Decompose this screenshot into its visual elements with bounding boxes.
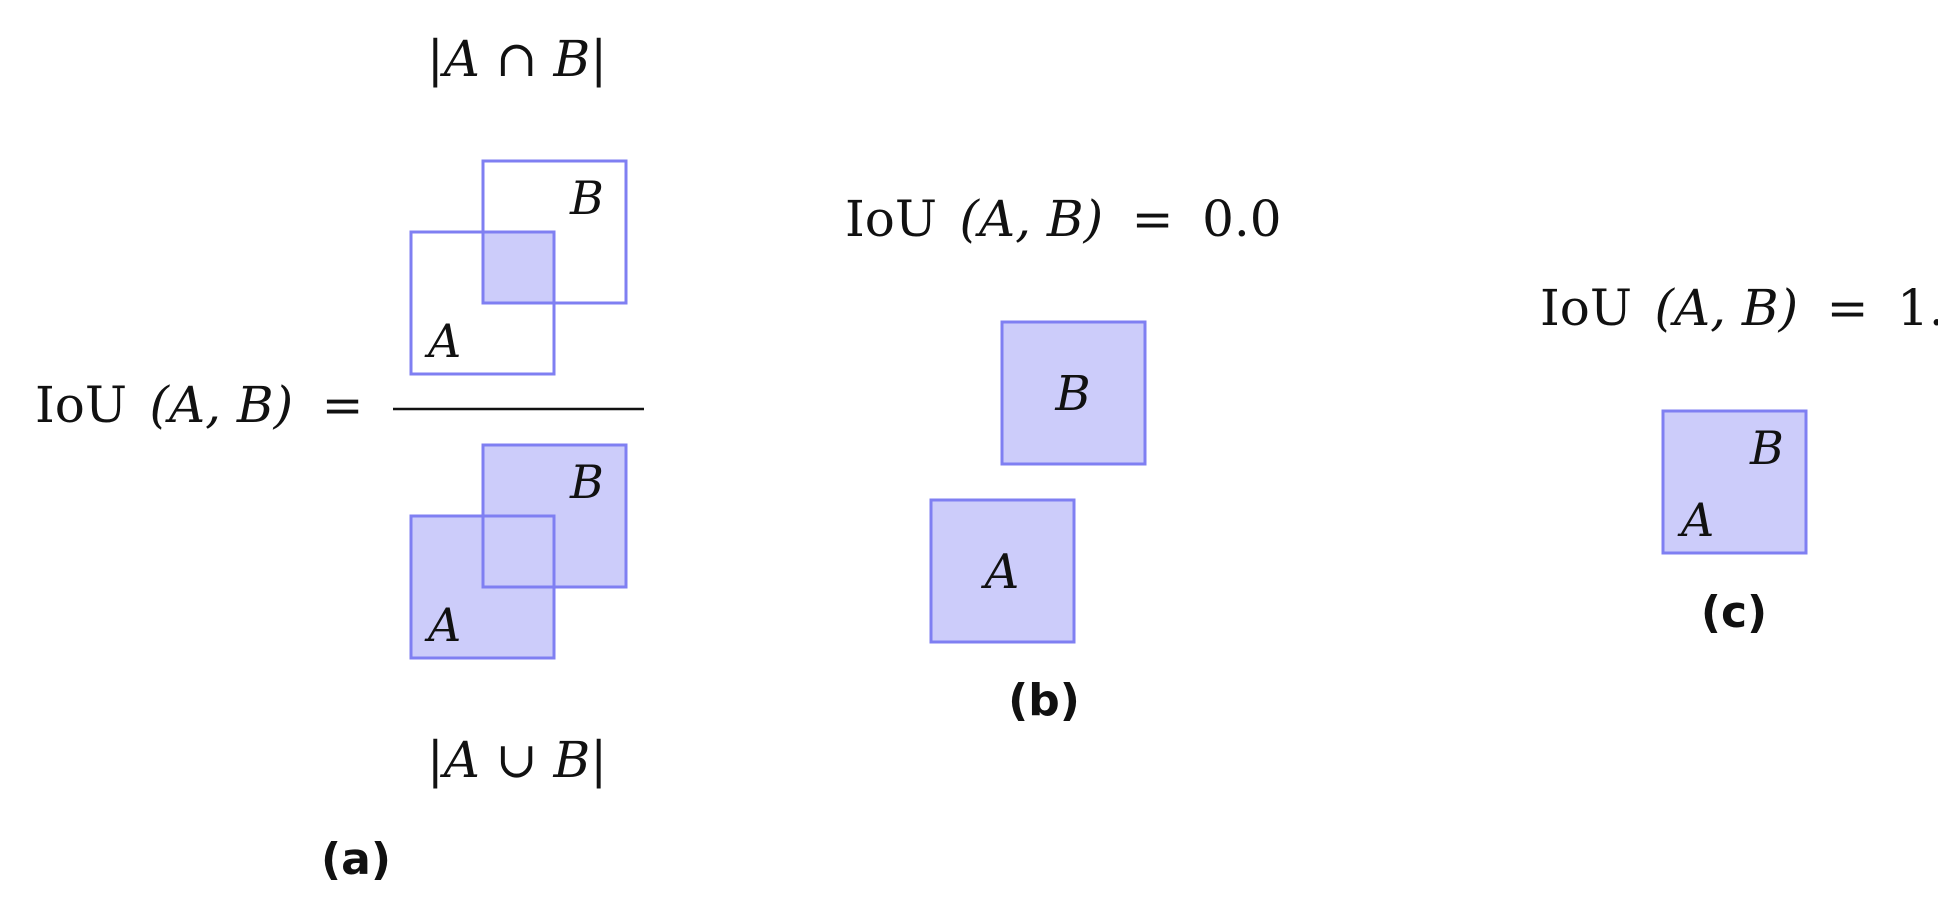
iou-arguments: (A, B)	[150, 376, 294, 434]
caption-c: (c)	[1701, 587, 1767, 638]
iou-formula-c: IoU (A, B) = 1.0	[1540, 279, 1938, 337]
iou-function-name: IoU	[845, 190, 937, 248]
iou-formula-lhs: IoU (A, B) =	[35, 376, 364, 434]
caption-a: (a)	[321, 834, 391, 885]
box-a-label: A	[1677, 493, 1714, 547]
box-b-label: B	[1749, 421, 1784, 475]
intersection-area	[483, 232, 554, 302]
box-a	[929, 498, 1076, 644]
iou-formula-b: IoU (A, B) = 0.0	[845, 190, 1282, 248]
box-b-outline	[481, 443, 628, 589]
iou-arguments: (A, B)	[1655, 279, 1799, 337]
equals-sign: =	[1132, 190, 1174, 248]
intersection-label: |A ∩ B|	[427, 30, 607, 88]
panel-b: IoU (A, B) = 0.0 B A (b)	[845, 190, 1282, 726]
box-b-outline	[481, 159, 628, 305]
iou-function-name: IoU	[1540, 279, 1632, 337]
union-diagram: A B	[409, 443, 628, 660]
box-a-label: A	[981, 544, 1020, 600]
box-a-b-overlap	[1661, 409, 1808, 555]
panel-a: IoU (A, B) = |A ∩ B| A B A B |A ∪ B|	[35, 30, 644, 885]
box-b-label: B	[569, 455, 604, 509]
equals-sign: =	[1827, 279, 1869, 337]
iou-function-name: IoU	[35, 376, 127, 434]
panel-c: IoU (A, B) = 1.0 A B (c)	[1540, 279, 1938, 638]
intersection-diagram: A B	[409, 159, 628, 376]
iou-arguments: (A, B)	[960, 190, 1104, 248]
box-a-label: A	[424, 314, 461, 368]
iou-value: 1.0	[1897, 279, 1938, 337]
iou-value: 0.0	[1202, 190, 1282, 248]
equals-sign: =	[322, 376, 364, 434]
box-b-label: B	[569, 171, 604, 225]
union-label: |A ∪ B|	[427, 731, 607, 789]
box-b	[1000, 320, 1147, 466]
box-a-label: A	[424, 598, 461, 652]
box-b-label: B	[1054, 366, 1090, 422]
caption-b: (b)	[1008, 675, 1080, 726]
